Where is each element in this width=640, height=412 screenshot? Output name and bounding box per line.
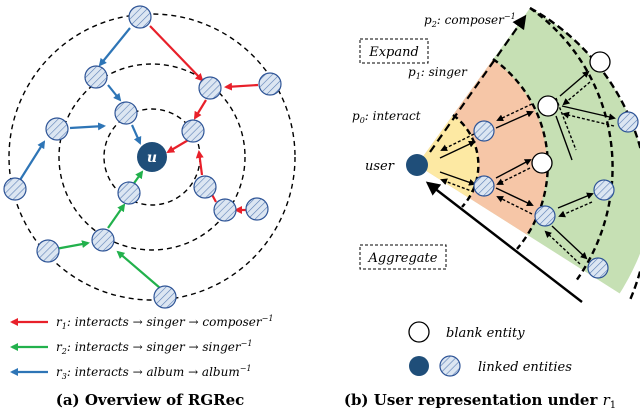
edge-arrow xyxy=(495,187,534,207)
edge-arrow xyxy=(551,225,588,260)
edge-arrow xyxy=(562,81,591,106)
red-path-arrows xyxy=(149,25,259,214)
legend-r1: r1: interacts → singer → composer−1 xyxy=(56,314,273,331)
aggregate-arrow xyxy=(425,181,583,303)
entity-nodes-right xyxy=(473,111,639,279)
boundary-1 xyxy=(452,114,480,208)
user-label: user xyxy=(365,159,395,174)
user-node-icon xyxy=(137,142,167,172)
hatched-entity-icon xyxy=(593,179,615,201)
hatched-entity-icon xyxy=(45,117,69,141)
ring-3 xyxy=(8,13,296,301)
edge-arrow xyxy=(558,201,593,218)
blue-arrow xyxy=(19,140,46,181)
green-arrow xyxy=(107,203,126,229)
blue-arrow xyxy=(98,27,131,67)
hatched-entity-icon xyxy=(245,197,269,221)
edge-arrow xyxy=(544,230,581,265)
hatched-entity-icon xyxy=(84,65,108,89)
blank-entity-icon xyxy=(531,152,553,174)
ring-2 xyxy=(58,63,246,251)
hatched-entity-icon xyxy=(473,120,495,142)
legend-r3: r3: interacts → album → album−1 xyxy=(56,364,252,381)
hatched-entity-icon xyxy=(534,205,556,227)
edge-arrow xyxy=(439,140,476,159)
edge-arrow xyxy=(495,110,534,129)
user-node-icon xyxy=(406,154,428,176)
red-arrow xyxy=(149,25,204,82)
edge-arrow xyxy=(440,178,475,193)
edge-arrow xyxy=(559,70,590,97)
legend-r2: r2: interacts → singer → singer−1 xyxy=(56,339,252,356)
red-arrow xyxy=(166,138,191,154)
hatched-entity-icon xyxy=(91,228,115,252)
hatched-entity-icon xyxy=(153,285,177,309)
hatched-entity-icon xyxy=(473,175,495,197)
blank-entity-icon xyxy=(408,321,430,343)
hatched-entity-icon xyxy=(213,198,237,222)
hatched-entity-icon xyxy=(114,101,138,125)
blue-arrow xyxy=(130,124,142,145)
expand-arrow xyxy=(429,14,527,153)
hatched-entity-icon xyxy=(117,181,141,205)
hatched-entity-icon xyxy=(3,177,27,201)
edge-arrow xyxy=(496,167,531,185)
blue-arrow xyxy=(69,122,106,131)
center-node-label: u xyxy=(147,150,157,166)
p0-label: p0: interact xyxy=(352,109,421,125)
edge-arrow xyxy=(495,159,532,179)
hatched-entity-icon xyxy=(198,76,222,100)
user-node-icon xyxy=(409,356,429,376)
boundary-outer xyxy=(529,6,640,301)
edge-arrow xyxy=(561,105,616,121)
hatched-entity-icon xyxy=(128,5,152,29)
propagation-edges xyxy=(439,70,616,265)
aggregate-label: Aggregate xyxy=(368,251,438,266)
zone-boundaries xyxy=(452,6,640,301)
edge-arrow xyxy=(440,133,475,151)
edge-line xyxy=(555,97,577,151)
edge-arrow xyxy=(562,111,615,127)
relation-legend: r1: interacts → singer → composer−1 r2: … xyxy=(10,314,273,381)
hatched-entity-icon xyxy=(181,119,205,143)
hatched-entity-icon xyxy=(617,111,639,133)
hatched-entity-icon xyxy=(258,72,282,96)
hatched-entity-icon xyxy=(36,239,60,263)
blue-path-arrows xyxy=(19,27,142,181)
red-arrow xyxy=(195,150,204,176)
aggregate-box xyxy=(359,244,447,270)
entity-nodes-left xyxy=(3,5,282,309)
edge-arrow xyxy=(496,103,533,122)
edge-arrow xyxy=(496,196,533,215)
green-arrow xyxy=(116,250,161,289)
blue-arrow xyxy=(107,84,122,102)
p2-label: p2: composer−1 xyxy=(424,12,516,29)
hatched-entity-icon xyxy=(193,175,217,199)
expand-box xyxy=(359,38,429,64)
red-arrow xyxy=(224,82,259,91)
boundary-3 xyxy=(529,7,614,282)
red-arrow xyxy=(193,99,207,120)
boundary-2 xyxy=(492,58,549,250)
hatched-entity-icon xyxy=(587,257,609,279)
edge-line xyxy=(555,115,573,161)
hatched-entity-icon xyxy=(439,355,461,377)
expand-label: Expand xyxy=(368,45,419,60)
edge-arrow xyxy=(439,171,476,186)
edge-arrow xyxy=(557,192,594,209)
legend-blank-entity: blank entity xyxy=(446,326,525,341)
caption-b: (b) User representation under r1 xyxy=(344,391,616,411)
blank-nodes-right xyxy=(531,51,611,174)
caption-a: (a) Overview of RGRec xyxy=(56,391,245,409)
p1-label: p1: singer xyxy=(408,65,468,81)
blank-entity-icon xyxy=(537,95,559,117)
blank-entity-icon xyxy=(589,51,611,73)
legend-linked-entities: linked entities xyxy=(478,360,572,375)
